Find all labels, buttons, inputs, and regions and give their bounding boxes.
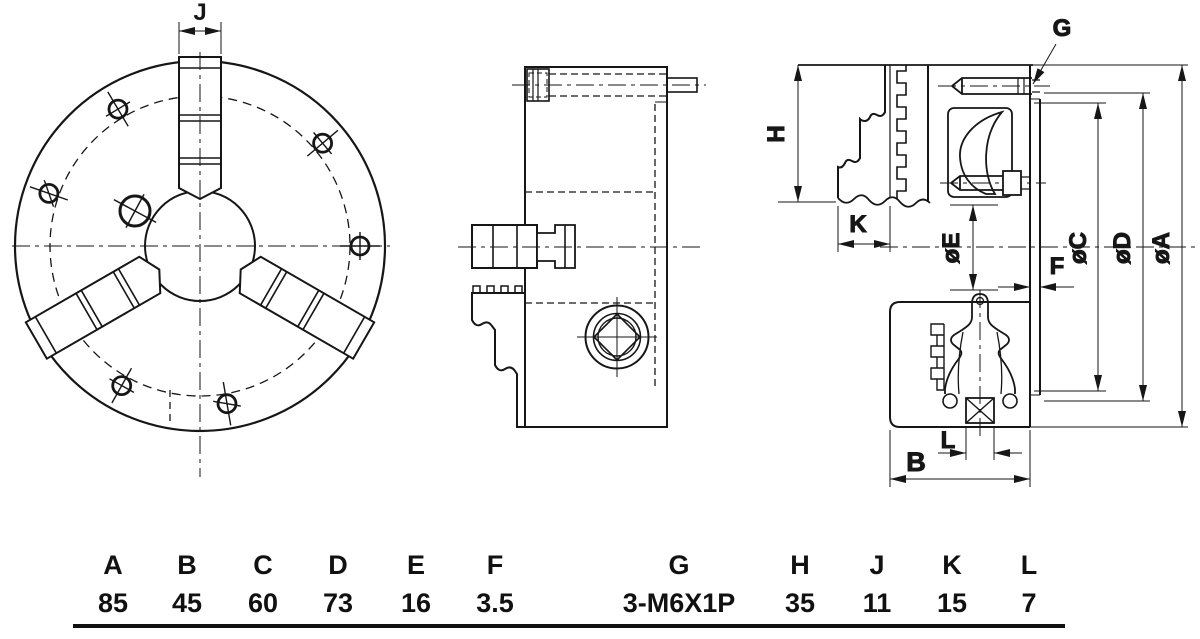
front-view: J	[12, 0, 390, 477]
dim-label-f: F	[1050, 253, 1065, 280]
dim-label-h: H	[763, 125, 790, 142]
scroll-access-hole	[113, 193, 157, 229]
dim-j	[178, 22, 222, 54]
table-value-l: 7	[1021, 588, 1037, 618]
table-header-g: G	[668, 550, 690, 580]
jaw-lower-right	[238, 255, 376, 361]
table-header-a: A	[103, 550, 123, 580]
table-header-b: B	[177, 550, 197, 580]
dim-e	[950, 204, 998, 291]
dim-dia-d	[1044, 92, 1150, 402]
table-header-c: C	[253, 550, 273, 580]
table-value-e: 16	[400, 588, 432, 618]
table-value-b: 45	[171, 588, 203, 618]
dim-label-dia-c: øC	[1065, 232, 1092, 264]
table-header-f: F	[486, 550, 504, 580]
dim-dia-a	[1030, 65, 1188, 428]
table-value-a: 85	[97, 588, 129, 618]
table-bottom-rule	[73, 624, 1065, 628]
section-jaw-stepped	[837, 65, 931, 208]
table-value-k: 15	[936, 588, 968, 618]
chuck-key-socket	[577, 297, 657, 377]
table-value-g: 3-M6X1P	[622, 588, 736, 618]
dim-dia-c	[1034, 102, 1106, 392]
side-jaw-serrated	[471, 285, 526, 428]
table-value-f: 3.5	[476, 588, 514, 618]
table-header-e: E	[406, 550, 426, 580]
dim-label-l: L	[941, 427, 956, 454]
scroll-cavity	[947, 107, 1013, 198]
table-value-d: 73	[322, 588, 354, 618]
section-bolt-rear	[940, 170, 1046, 196]
table-header-j: J	[869, 550, 885, 580]
dim-h	[778, 65, 836, 203]
leader-g	[1032, 43, 1057, 85]
dim-b	[889, 430, 1031, 487]
side-view	[458, 66, 706, 428]
dim-label-k: K	[849, 211, 867, 238]
table-value-h: 35	[784, 588, 816, 618]
dim-label-dia-d: øD	[1109, 232, 1136, 264]
dim-label-b: B	[906, 447, 926, 477]
section-bolt-g	[938, 77, 1050, 95]
dim-label-g: G	[1053, 15, 1072, 42]
table-header-k: K	[942, 550, 962, 580]
jaw-lower-left	[24, 255, 162, 361]
front-centerlines	[12, 52, 390, 477]
table-value-j: 11	[862, 588, 892, 618]
table-header-d: D	[328, 550, 348, 580]
section-view: G H K F L B øE øC øD øA	[763, 15, 1195, 487]
dim-l	[938, 428, 1022, 460]
table-header-h: H	[790, 550, 810, 580]
side-top-bolt	[512, 68, 706, 102]
dim-label-dia-a: øA	[1148, 232, 1175, 264]
dim-label-j: J	[193, 0, 206, 26]
table-header-l: L	[1020, 550, 1038, 580]
dim-label-dia-e: øE	[938, 233, 965, 264]
section-lower-body	[889, 290, 1030, 438]
dim-k	[837, 206, 891, 252]
table-value-c: 60	[247, 588, 279, 618]
